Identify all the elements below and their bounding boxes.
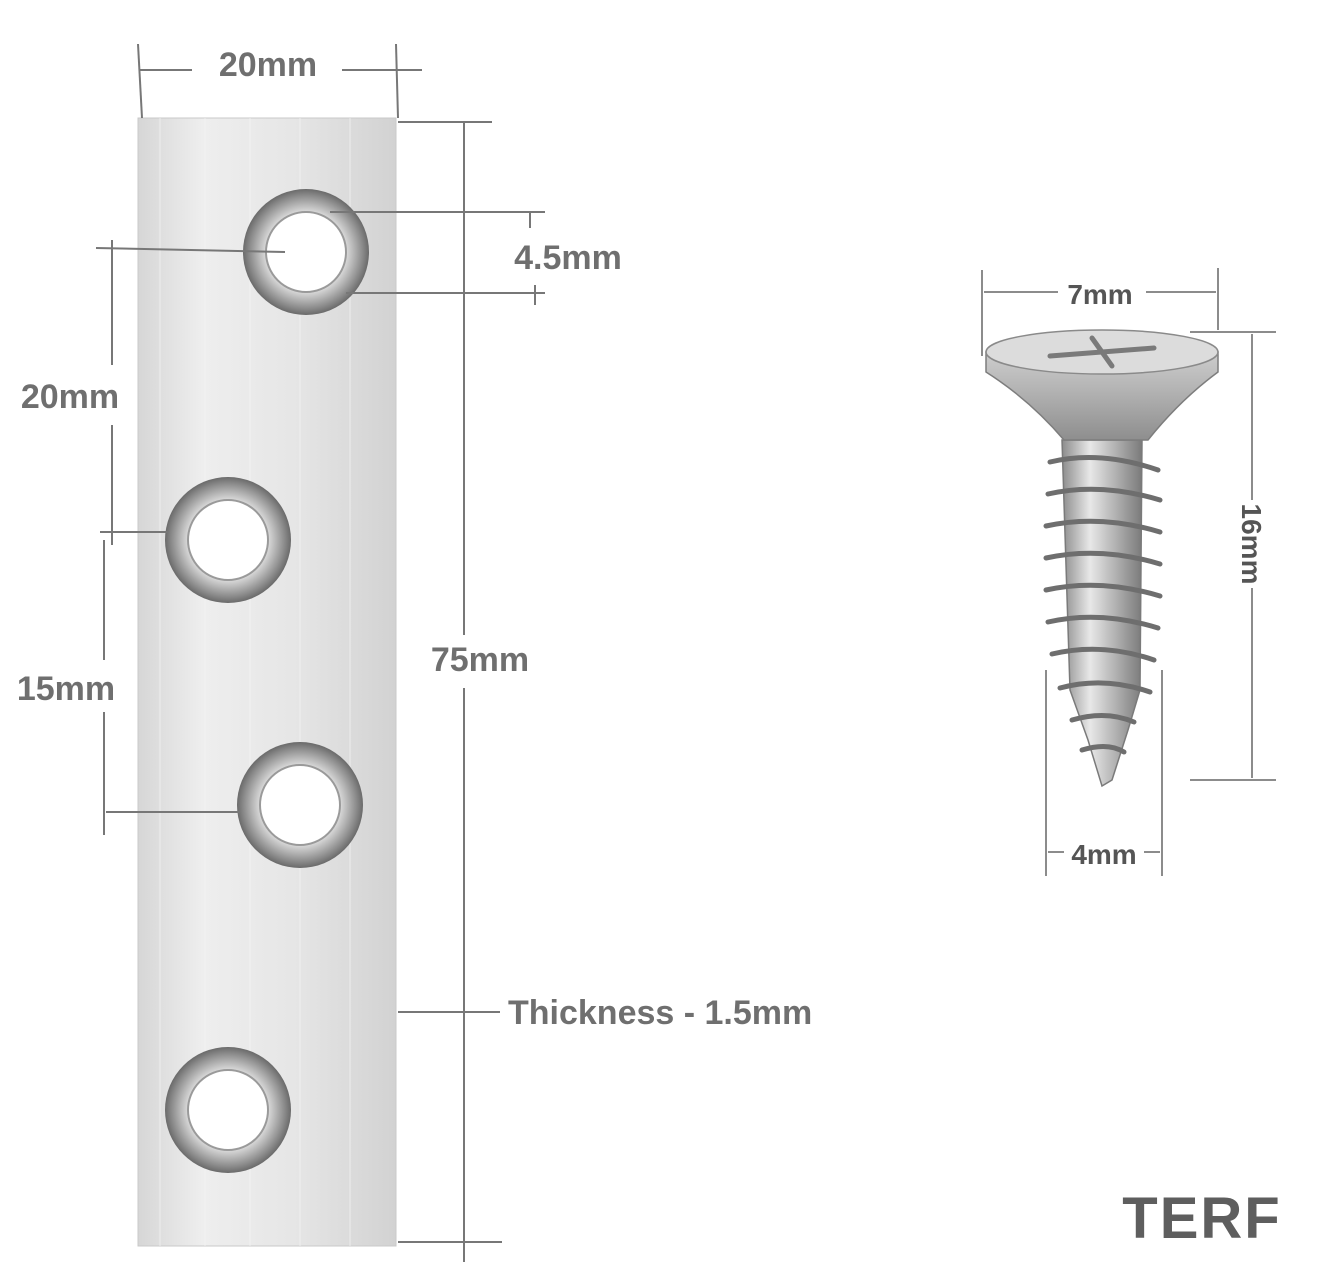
mending-plate bbox=[137, 117, 397, 1247]
plate-thickness-label: Thickness - 1.5mm bbox=[508, 994, 812, 1032]
hole-spacing-mid-dimension: 15mm bbox=[17, 540, 240, 835]
hole-spacing-top-dimension: 20mm bbox=[21, 240, 286, 545]
screw-length-label: 16mm bbox=[1236, 504, 1267, 585]
countersunk-screw bbox=[985, 329, 1219, 788]
plate-length-label: 75mm bbox=[431, 641, 529, 679]
plate-length-dimension: 75mm bbox=[398, 121, 529, 1262]
plate-hole-2 bbox=[165, 477, 291, 603]
brand-logo-text: TERF bbox=[1122, 1186, 1281, 1251]
phillips-cross-icon bbox=[1047, 335, 1157, 369]
screw-head-width-label: 7mm bbox=[1067, 279, 1132, 310]
plate-width-label: 20mm bbox=[219, 46, 317, 84]
plate-width-dimension: 20mm bbox=[137, 43, 422, 119]
plate-body bbox=[137, 117, 397, 1247]
screw-head-width-dimension: 7mm bbox=[981, 268, 1219, 356]
plate-thickness-dimension: Thickness - 1.5mm bbox=[398, 994, 812, 1032]
plate-hole-1 bbox=[243, 189, 369, 315]
screw-shank-width-dimension: 4mm bbox=[1045, 670, 1163, 876]
screw-shank bbox=[1061, 439, 1143, 788]
screw-shank-width-label: 4mm bbox=[1071, 839, 1136, 870]
hole-diameter-dimension: 4.5mm bbox=[330, 211, 622, 305]
screw-length-dimension: 16mm bbox=[1190, 331, 1276, 781]
hole-diameter-label: 4.5mm bbox=[514, 239, 622, 277]
hole-spacing-top-label: 20mm bbox=[21, 378, 119, 416]
plate-hole-4 bbox=[165, 1047, 291, 1173]
hole-spacing-mid-label: 15mm bbox=[17, 670, 115, 708]
plate-hole-3 bbox=[237, 742, 363, 868]
screw-threads bbox=[1043, 455, 1163, 755]
